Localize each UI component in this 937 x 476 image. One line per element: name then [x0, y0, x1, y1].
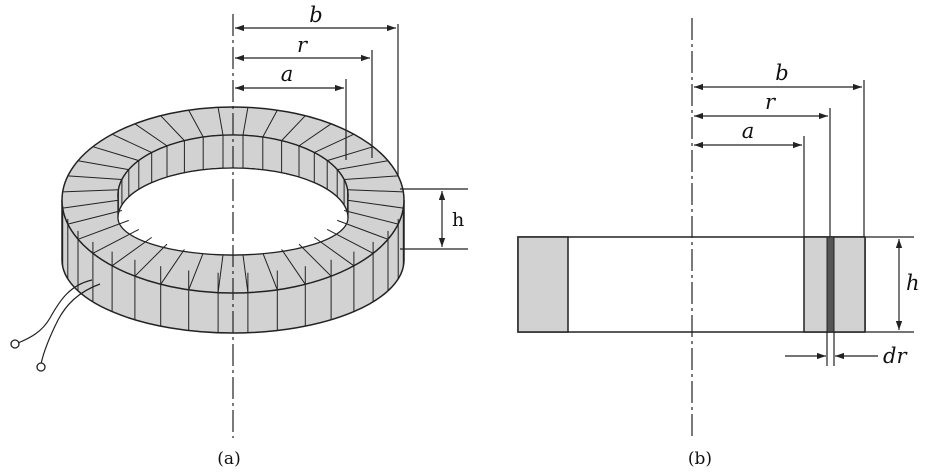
winding-line: [347, 189, 404, 193]
winding-line: [134, 123, 168, 147]
winding-line: [92, 228, 140, 254]
winding-line: [281, 115, 306, 141]
winding-line: [77, 219, 129, 240]
label-a: a: [742, 119, 755, 143]
label-a: a: [281, 62, 294, 86]
winding-line: [77, 160, 129, 171]
winding-line: [337, 160, 389, 171]
toroid-hole: [117, 167, 349, 256]
winding-line: [343, 210, 399, 225]
winding-line: [347, 199, 404, 209]
winding-line: [327, 146, 374, 162]
winding-line: [281, 249, 306, 285]
winding-line: [262, 252, 278, 290]
label-dr: dr: [883, 344, 908, 368]
label-r: r: [297, 33, 309, 57]
winding-line: [314, 133, 355, 154]
winding-line: [217, 107, 224, 136]
label-b: b: [309, 3, 322, 27]
winding-line: [134, 243, 168, 277]
panel-b: b r a h dr (b): [517, 18, 920, 469]
winding-line: [217, 254, 224, 293]
caption-b: (b): [688, 449, 712, 469]
winding-line: [188, 252, 204, 290]
winding-line: [111, 236, 152, 267]
winding-line: [262, 109, 278, 138]
winding-line: [242, 107, 249, 136]
winding-line: [298, 243, 332, 277]
panel-a: b r a h (a): [10, 3, 468, 469]
terminal: [10, 339, 20, 349]
winding-line: [326, 228, 374, 254]
winding-line: [314, 236, 355, 267]
winding-line: [160, 249, 185, 285]
winding-line: [92, 146, 139, 162]
winding-line: [62, 199, 119, 209]
winding-line: [337, 219, 389, 240]
winding-line: [67, 175, 122, 180]
winding-line: [111, 133, 152, 154]
terminal: [36, 362, 46, 372]
label-b: b: [775, 61, 788, 85]
winding-line: [298, 123, 332, 147]
dr-strip: [826, 236, 835, 333]
winding-line: [67, 210, 123, 225]
winding-line: [160, 115, 185, 141]
lead-wire: [17, 279, 93, 344]
label-h: h: [452, 209, 464, 231]
winding-line: [242, 254, 249, 293]
winding-lines: [62, 107, 404, 333]
label-r: r: [765, 90, 777, 114]
label-h: h: [906, 271, 920, 295]
lead-wire: [40, 283, 101, 365]
winding-line: [62, 189, 119, 193]
caption-a: (a): [217, 449, 240, 469]
winding-line: [188, 109, 204, 138]
cross-section-left: [517, 236, 569, 333]
winding-line: [344, 175, 399, 180]
